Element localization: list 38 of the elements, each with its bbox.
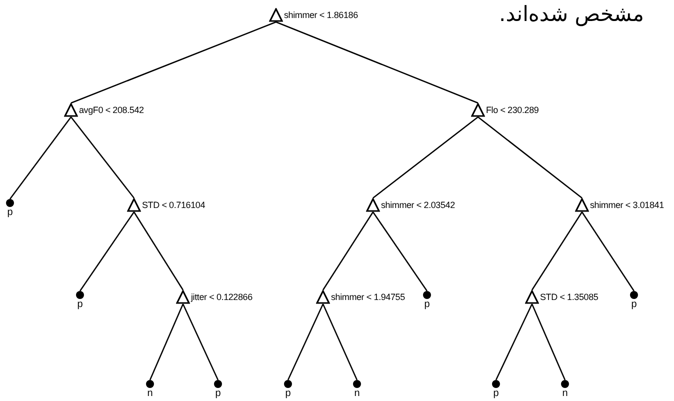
split-node: shimmer < 1.94755 bbox=[316, 290, 405, 304]
leaf-node: p bbox=[284, 380, 292, 398]
branch-line bbox=[372, 116, 478, 199]
branch-line bbox=[276, 21, 478, 104]
split-node: avgF0 < 208.542 bbox=[64, 103, 144, 117]
branch-line bbox=[79, 212, 135, 292]
split-node: Flo < 230.289 bbox=[471, 103, 539, 117]
split-node: STD < 0.716104 bbox=[127, 198, 205, 212]
leaf-node: n bbox=[146, 380, 154, 398]
branch-line bbox=[287, 304, 324, 380]
branch-line bbox=[531, 304, 566, 380]
leaf-node: p bbox=[214, 380, 222, 398]
leaf-node: p bbox=[76, 291, 84, 309]
leaf-node: p bbox=[630, 291, 638, 309]
branch-line bbox=[70, 116, 135, 198]
branch-line bbox=[182, 304, 219, 380]
branch-line bbox=[322, 212, 374, 290]
branch-line bbox=[531, 212, 583, 290]
split-node: shimmer < 2.03542 bbox=[366, 198, 455, 212]
branch-line bbox=[478, 116, 582, 199]
caption-text: مشخص شده‌اند. bbox=[499, 2, 644, 26]
branch-line bbox=[133, 212, 184, 290]
split-node: jitter < 0.122866 bbox=[176, 290, 252, 304]
split-node: shimmer < 1.86186 bbox=[269, 8, 358, 22]
branch-line bbox=[372, 212, 428, 292]
branch-line bbox=[581, 212, 635, 292]
branch-line bbox=[9, 116, 72, 200]
leaf-node: p bbox=[6, 199, 14, 217]
branch-line bbox=[322, 304, 358, 380]
branch-line bbox=[495, 304, 533, 380]
leaf-node: n bbox=[560, 380, 570, 398]
leaf-node: p bbox=[422, 291, 432, 309]
branch-line bbox=[70, 21, 276, 104]
split-node: STD < 1.35085 bbox=[525, 290, 598, 304]
split-node: shimmer < 3.01841 bbox=[575, 198, 664, 212]
leaf-node: p bbox=[492, 380, 500, 398]
branch-line bbox=[149, 304, 184, 380]
leaf-node: n bbox=[352, 380, 362, 398]
